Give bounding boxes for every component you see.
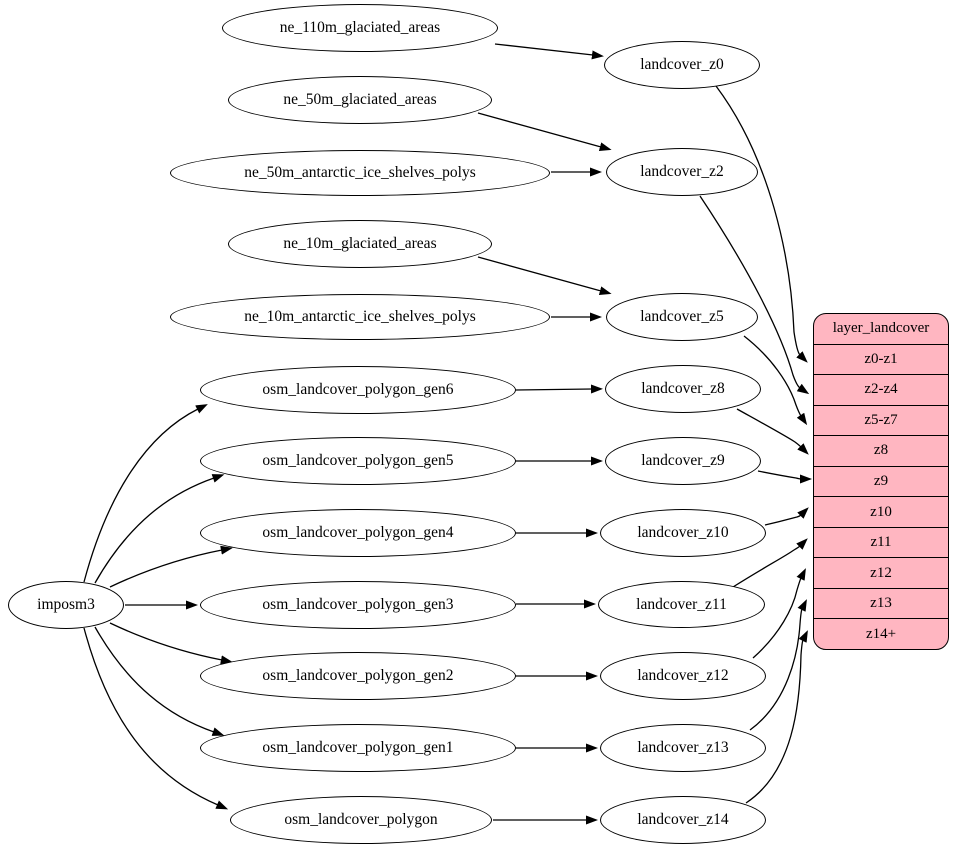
edge-imposm3-to-osm-landcover-polygon-gen1 [94, 626, 225, 736]
edge-ne-50m-glaciated-areas-to-landcover-z2 [477, 112, 612, 152]
node-landcover-z8: landcover_z8 [605, 365, 761, 413]
edge-imposm3-to-osm-landcover-polygon-gen6 [83, 404, 208, 583]
node-landcover-z14: landcover_z14 [600, 796, 766, 844]
node-landcover-z12: landcover_z12 [600, 652, 766, 700]
edge-landcover-z9-to-row-z9 [757, 470, 812, 484]
node-label: osm_landcover_polygon_gen3 [262, 596, 454, 613]
node-label: osm_landcover_polygon_gen6 [262, 381, 454, 398]
edge-landcover-z5-to-row-z5-z7 [743, 335, 808, 426]
node-label: landcover_z2 [640, 163, 724, 180]
node-layer-landcover: layer_landcover z0-z1 z2-z4 z5-z7 z8 z9 … [813, 313, 949, 650]
node-label: osm_landcover_polygon_gen1 [262, 739, 454, 756]
node-label: landcover_z5 [640, 308, 724, 325]
record-row-z0-z1: z0-z1 [814, 343, 948, 375]
edge-landcover-z2-to-row-z2-z4 [699, 195, 810, 395]
record-row-z12: z12 [814, 557, 948, 588]
record-row-z14plus: z14+ [814, 618, 948, 649]
node-landcover-z2: landcover_z2 [606, 148, 758, 196]
node-label: ne_50m_antarctic_ice_shelves_polys [244, 164, 476, 181]
edge-landcover-z11-to-row-z11 [732, 538, 808, 588]
node-label: imposm3 [37, 596, 95, 613]
node-ne-110m-glaciated-areas: ne_110m_glaciated_areas [222, 4, 498, 52]
node-landcover-z5: landcover_z5 [606, 293, 758, 341]
edge-imposm3-to-osm-landcover-polygon-gen4 [109, 545, 233, 588]
node-label: landcover_z9 [641, 452, 725, 469]
record-row-z10: z10 [814, 496, 948, 527]
edge-ne-10m-glaciated-areas-to-landcover-z5 [477, 256, 612, 296]
node-label: osm_landcover_polygon_gen5 [262, 452, 454, 469]
node-osm-landcover-polygon-gen4: osm_landcover_polygon_gen4 [200, 509, 516, 557]
edge-imposm3-to-osm-landcover-polygon [83, 627, 229, 810]
node-ne-10m-glaciated-areas: ne_10m_glaciated_areas [228, 220, 492, 268]
record-row-z5-z7: z5-z7 [814, 404, 948, 436]
edge-landcover-z0-to-row-z0-z1 [715, 85, 808, 363]
node-ne-50m-antarctic-ice-shelves-polys: ne_50m_antarctic_ice_shelves_polys [170, 150, 550, 196]
record-row-z11: z11 [814, 526, 948, 558]
node-imposm3: imposm3 [8, 581, 124, 629]
edge-landcover-z14-to-row-z14plus [745, 630, 808, 804]
node-label: landcover_z14 [637, 811, 729, 828]
node-label: landcover_z10 [637, 524, 729, 541]
node-label: osm_landcover_polygon_gen4 [262, 524, 454, 541]
node-osm-landcover-polygon-gen5: osm_landcover_polygon_gen5 [200, 437, 516, 485]
record-row-z8: z8 [814, 435, 948, 466]
node-label: landcover_z8 [641, 380, 725, 397]
record-row-z2-z4: z2-z4 [814, 374, 948, 405]
edge-osm-landcover-polygon-gen6-to-landcover-z8 [515, 384, 603, 394]
node-label: landcover_z12 [637, 667, 729, 684]
node-label: ne_50m_glaciated_areas [283, 91, 437, 108]
edge-imposm3-to-osm-landcover-polygon-gen2 [109, 622, 233, 665]
node-label: landcover_z13 [637, 739, 729, 756]
edge-landcover-z10-to-row-z10 [764, 507, 809, 526]
node-label: osm_landcover_polygon_gen2 [262, 667, 454, 684]
node-label: landcover_z0 [640, 56, 724, 73]
node-ne-50m-glaciated-areas: ne_50m_glaciated_areas [228, 76, 492, 124]
node-osm-landcover-polygon: osm_landcover_polygon [230, 796, 492, 844]
node-osm-landcover-polygon-gen1: osm_landcover_polygon_gen1 [200, 724, 516, 772]
record-row-z13: z13 [814, 587, 948, 619]
node-label: ne_10m_glaciated_areas [283, 235, 437, 252]
edge-ne-110m-glaciated-areas-to-landcover-z0 [494, 43, 604, 60]
edge-landcover-z12-to-row-z12 [752, 568, 806, 659]
node-label: osm_landcover_polygon [284, 811, 438, 828]
edge-landcover-z8-to-row-z8 [736, 408, 809, 455]
record-row-z9: z9 [814, 465, 948, 497]
node-osm-landcover-polygon-gen2: osm_landcover_polygon_gen2 [200, 652, 516, 700]
edge-imposm3-to-osm-landcover-polygon-gen5 [94, 474, 225, 584]
node-label: landcover_z11 [636, 595, 727, 613]
record-title: layer_landcover [832, 320, 930, 337]
node-label: ne_110m_glaciated_areas [279, 19, 441, 36]
node-landcover-z13: landcover_z13 [600, 724, 766, 772]
node-label: ne_10m_antarctic_ice_shelves_polys [244, 308, 476, 325]
node-landcover-z10: landcover_z10 [600, 509, 766, 557]
node-landcover-z0: landcover_z0 [604, 41, 760, 89]
node-osm-landcover-polygon-gen6: osm_landcover_polygon_gen6 [200, 366, 516, 414]
node-osm-landcover-polygon-gen3: osm_landcover_polygon_gen3 [200, 581, 516, 629]
node-ne-10m-antarctic-ice-shelves-polys: ne_10m_antarctic_ice_shelves_polys [170, 294, 550, 340]
node-landcover-z11: landcover_z11 [598, 581, 765, 628]
node-landcover-z9: landcover_z9 [605, 437, 761, 485]
